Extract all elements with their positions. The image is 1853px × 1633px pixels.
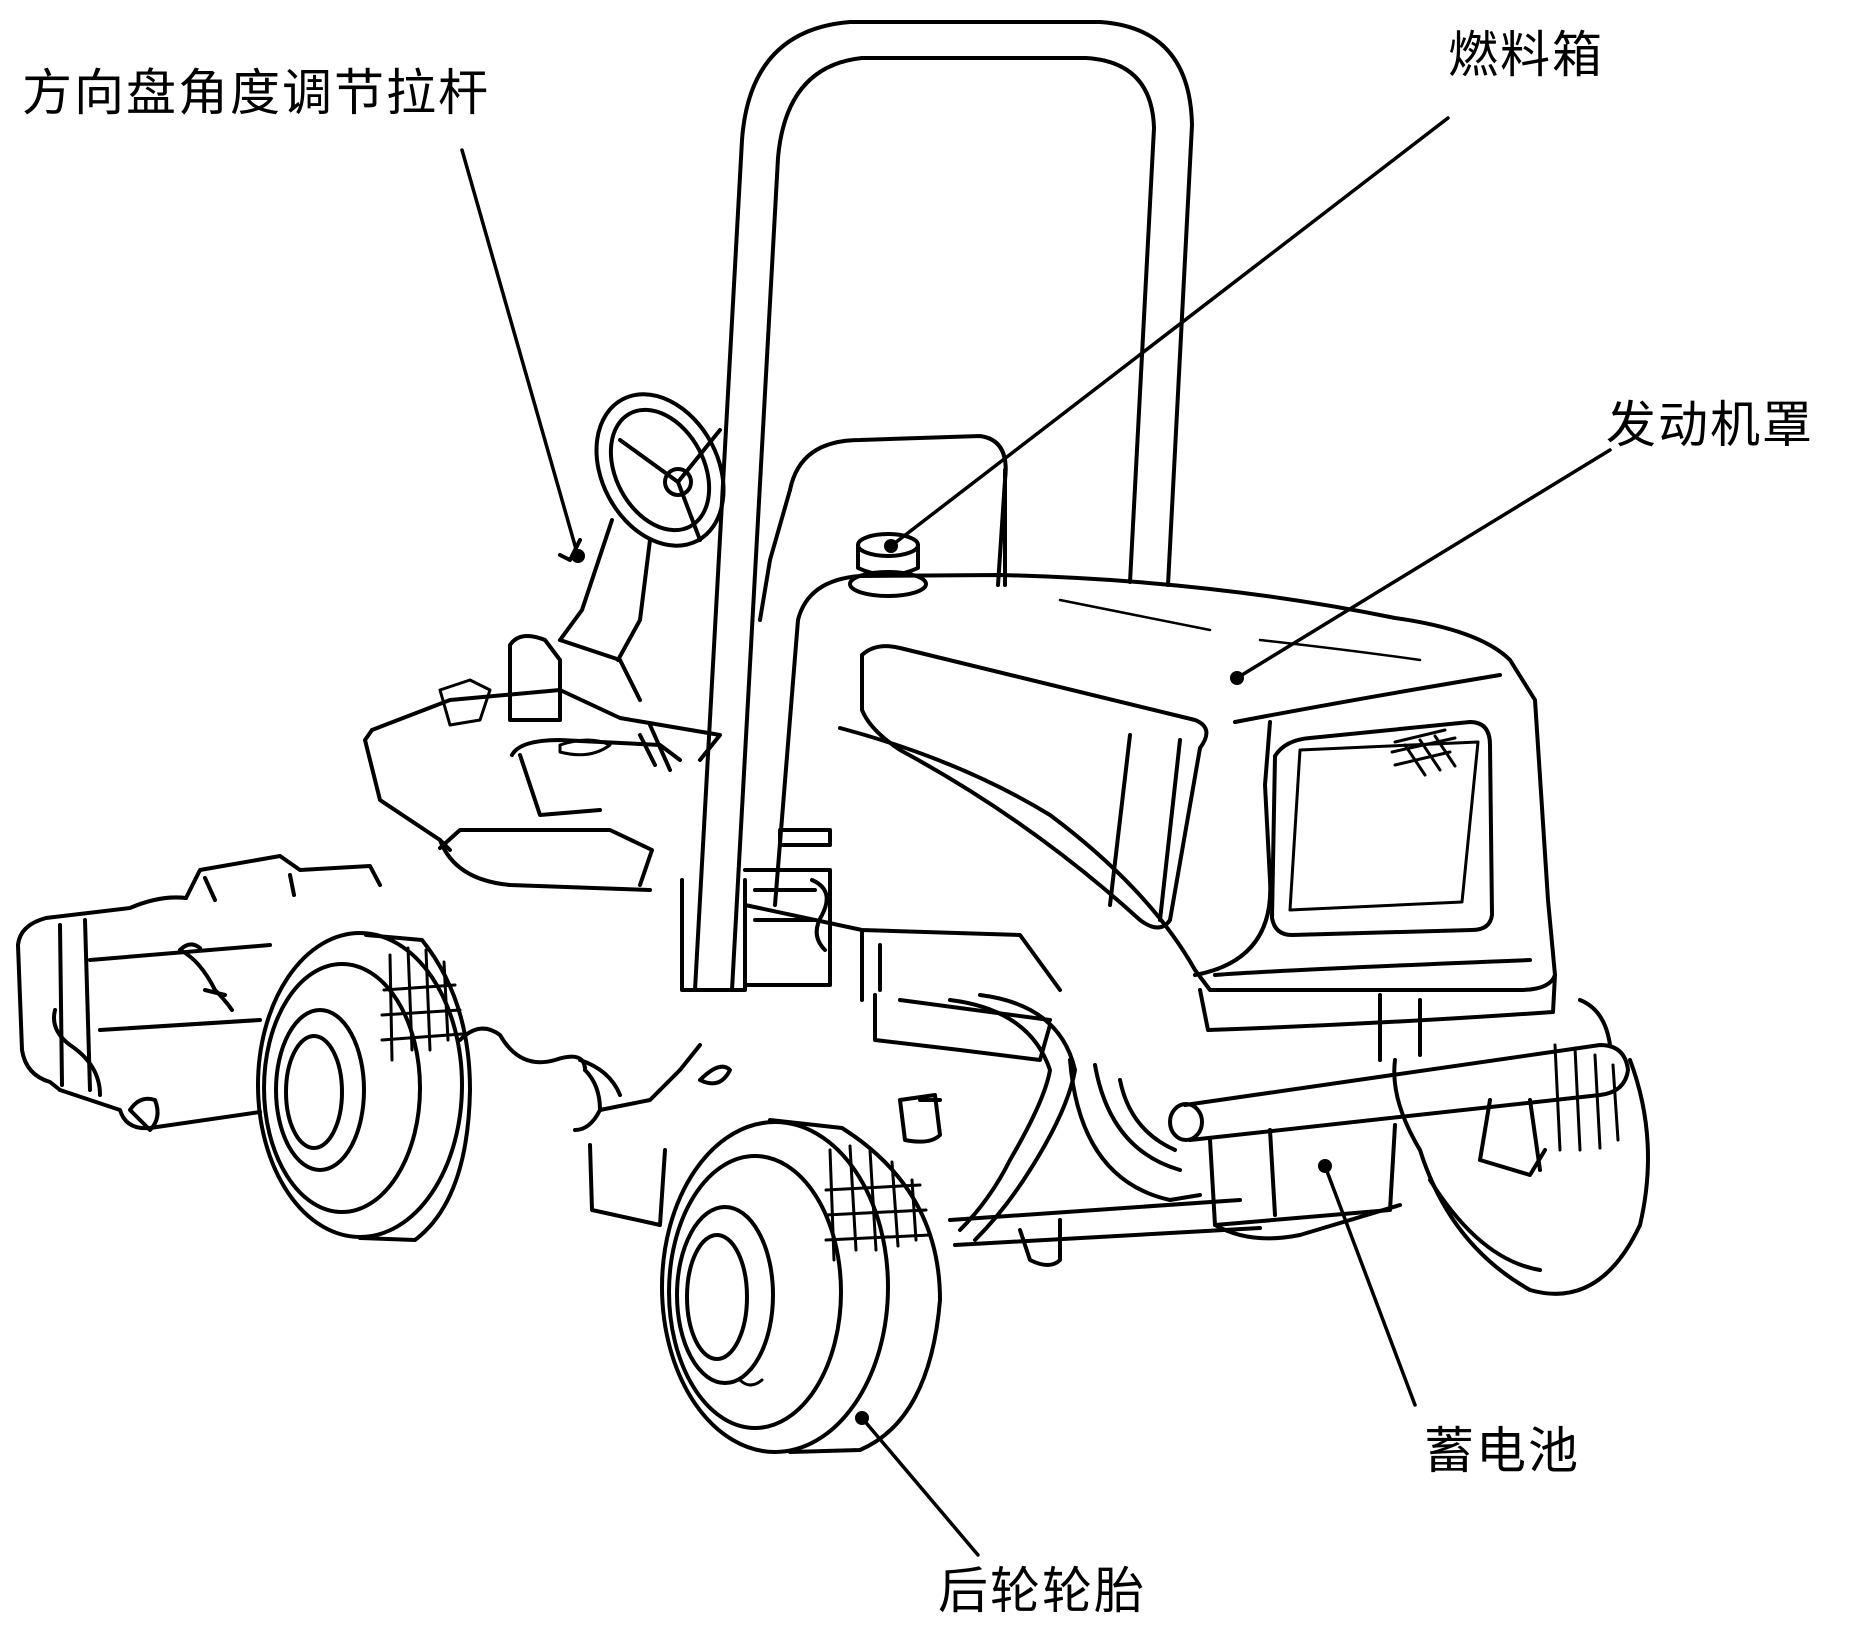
battery-label: 蓄电池 [1424,1422,1580,1480]
rear-bumper [1168,993,1630,1177]
rear-right-wheel [1392,1043,1650,1296]
front-left-wheel [256,931,472,1242]
rear-tire-label: 后轮轮胎 [938,1562,1146,1620]
fuel-tank-label: 燃料箱 [1448,26,1604,84]
callout-lines [460,116,1612,1557]
rear-center-wheel [1068,1058,1202,1202]
rops-roll-bar [680,20,1194,992]
front-reel-mower [16,854,382,1132]
engine-hood-label: 发动机罩 [1606,396,1814,454]
steering-wheel [558,392,726,702]
foot-platform [363,634,722,892]
battery-box [1208,1123,1402,1241]
rear-tire-leader [860,1416,980,1557]
engine-hood [773,573,1557,1032]
engine-hood-leader [1235,448,1612,680]
undercarriage [898,993,1262,1267]
fuel-tank-leader [889,116,1450,548]
linkage [458,1026,732,1227]
steering-lever-leader [460,148,580,558]
steering-lever-label: 方向盘角度调节拉杆 [22,64,490,122]
rear-tire [660,1118,942,1454]
battery-leader [1323,1164,1417,1407]
seat [758,434,1008,622]
callout-dots [571,539,1332,1425]
chassis-side [743,828,1062,1062]
